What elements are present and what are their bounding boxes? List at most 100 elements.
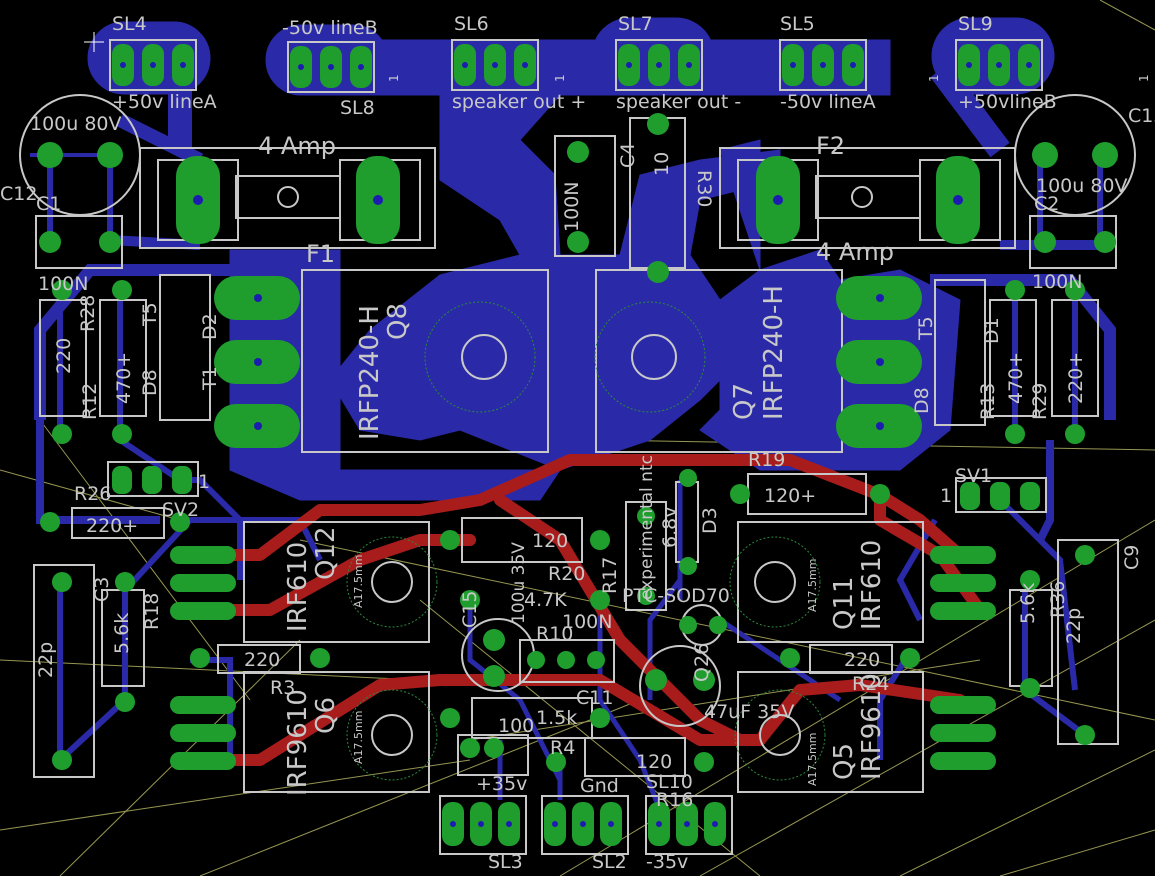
value-r18: 5.6k: [111, 613, 133, 654]
label-r3: R3: [270, 677, 295, 699]
label-sv1: SV1: [955, 465, 992, 487]
value-sl10: -35v: [646, 851, 688, 873]
label-sl2: SL2: [592, 851, 627, 873]
label-sl4: SL4: [112, 13, 147, 35]
label-r18: R18: [141, 593, 163, 630]
value-q11: IRF610: [857, 540, 887, 630]
label-f2: F2: [816, 132, 845, 160]
q12-outline: [243, 521, 430, 643]
label-r13: R13: [977, 383, 999, 420]
label-c13: C13: [1128, 105, 1155, 127]
label-q7: Q7: [729, 383, 759, 420]
label-r17: R17: [599, 557, 621, 594]
label-d8: D8: [139, 369, 161, 396]
label-r36: R36: [1047, 581, 1069, 618]
label-q8: Q8: [383, 303, 413, 340]
value-r19: 120+: [764, 485, 816, 507]
svg-text:1: 1: [1137, 74, 1151, 82]
label-d3: D3: [699, 507, 721, 534]
label-c15: C15: [459, 591, 481, 628]
label-r30: R30: [693, 170, 715, 207]
label-c3: C3: [91, 577, 113, 602]
heatsink-q12: A17.5mm: [352, 555, 365, 608]
value-d3: 6.8v: [659, 507, 681, 548]
value-c1: 100N: [38, 273, 88, 295]
svg-text:1: 1: [553, 74, 567, 82]
value-sl9: +50vlineB: [958, 91, 1057, 113]
label-r28: R28: [77, 295, 99, 332]
label-sl5: SL5: [780, 13, 815, 35]
label-r26: R26: [74, 483, 111, 505]
value-r20: 4.7K: [524, 589, 567, 611]
label-r29: R29: [1029, 383, 1051, 420]
label-c12: C12: [0, 183, 37, 205]
label-q26: Q26: [691, 643, 713, 682]
q6-outline: [243, 671, 430, 793]
value-r4: 1.5k: [536, 707, 577, 729]
value-q8: IRFP240-H: [355, 305, 385, 440]
value-f2: 4 Amp: [816, 238, 894, 266]
value-c11: 100: [498, 715, 534, 737]
cursor-crosshair-icon: [84, 32, 104, 52]
label-c1: C1: [36, 193, 61, 215]
label-r20: R20: [548, 563, 585, 585]
value-r12: 470+: [113, 352, 135, 404]
value-c15: 100u 35V: [509, 542, 529, 624]
value-c13: 100u 80V: [1036, 175, 1128, 197]
label-sl9: SL9: [958, 13, 993, 35]
value-sv1: 1: [940, 485, 952, 507]
label-q12: Q12: [311, 526, 341, 580]
value-q12: IRF610: [283, 542, 313, 632]
fuse-f1-outline: [139, 147, 436, 249]
value-q7: IRFP240-H: [759, 285, 789, 420]
label-c11: C11: [576, 687, 613, 709]
value-q6: IRF9610: [283, 689, 313, 796]
label-c2: C2: [1034, 193, 1059, 215]
q11-outline: [737, 521, 924, 643]
value-sl3: +35v: [476, 773, 527, 795]
label-r4: R4: [550, 737, 575, 759]
value-cap47: 47uF 35V: [704, 701, 794, 723]
value-c4: 100N: [561, 182, 583, 232]
value-r10: 100N: [562, 611, 612, 633]
value-sv2: 1: [198, 471, 210, 493]
label-r19: R19: [748, 449, 785, 471]
value-q5: IRF9610: [857, 673, 887, 780]
copper-pour-q7: [699, 139, 961, 471]
value-sl6: speaker out +: [452, 91, 586, 113]
label-d1: D1: [981, 317, 1003, 344]
value-r30: 10: [651, 152, 673, 176]
value-c9: 22p: [1063, 608, 1085, 644]
label-sl3: SL3: [488, 851, 523, 873]
value-r13: 470+: [1005, 352, 1027, 404]
value-r17: 120: [532, 530, 568, 552]
copper-pour-q8: [229, 249, 561, 501]
value-r29: 220+: [1065, 352, 1087, 404]
heatsink-q6: A17.5mm: [352, 711, 365, 764]
value-f1: 4 Amp: [258, 132, 336, 160]
label-d2: D2: [199, 313, 221, 340]
label-sl6: SL6: [454, 13, 489, 35]
label-sl8: SL8: [340, 97, 375, 119]
value-r26: 220+: [86, 515, 138, 537]
label-r16: R16: [656, 789, 693, 811]
value-r3: 220: [244, 649, 280, 671]
label-r24: R24: [852, 673, 889, 695]
label-sl10: SL10: [646, 771, 693, 793]
drill-holes: [120, 62, 1032, 827]
label-q11: Q11: [829, 576, 859, 630]
label-t1: T1: [199, 366, 221, 391]
label-q6: Q6: [311, 697, 341, 734]
value-c3: 22p: [35, 642, 57, 678]
heatsink-q5: A17.5mm: [806, 733, 819, 786]
label-t5: T5: [139, 302, 161, 327]
value-r16: 120: [636, 751, 672, 773]
value-r36: 5.6k: [1017, 583, 1039, 624]
value-c12: 100u 80V: [30, 113, 122, 135]
value-sl5: -50v lineA: [780, 91, 876, 113]
svg-text:1: 1: [387, 74, 401, 82]
label-r12: R12: [79, 383, 101, 420]
label-q5: Q5: [829, 743, 859, 780]
value-r24: 220: [844, 649, 880, 671]
